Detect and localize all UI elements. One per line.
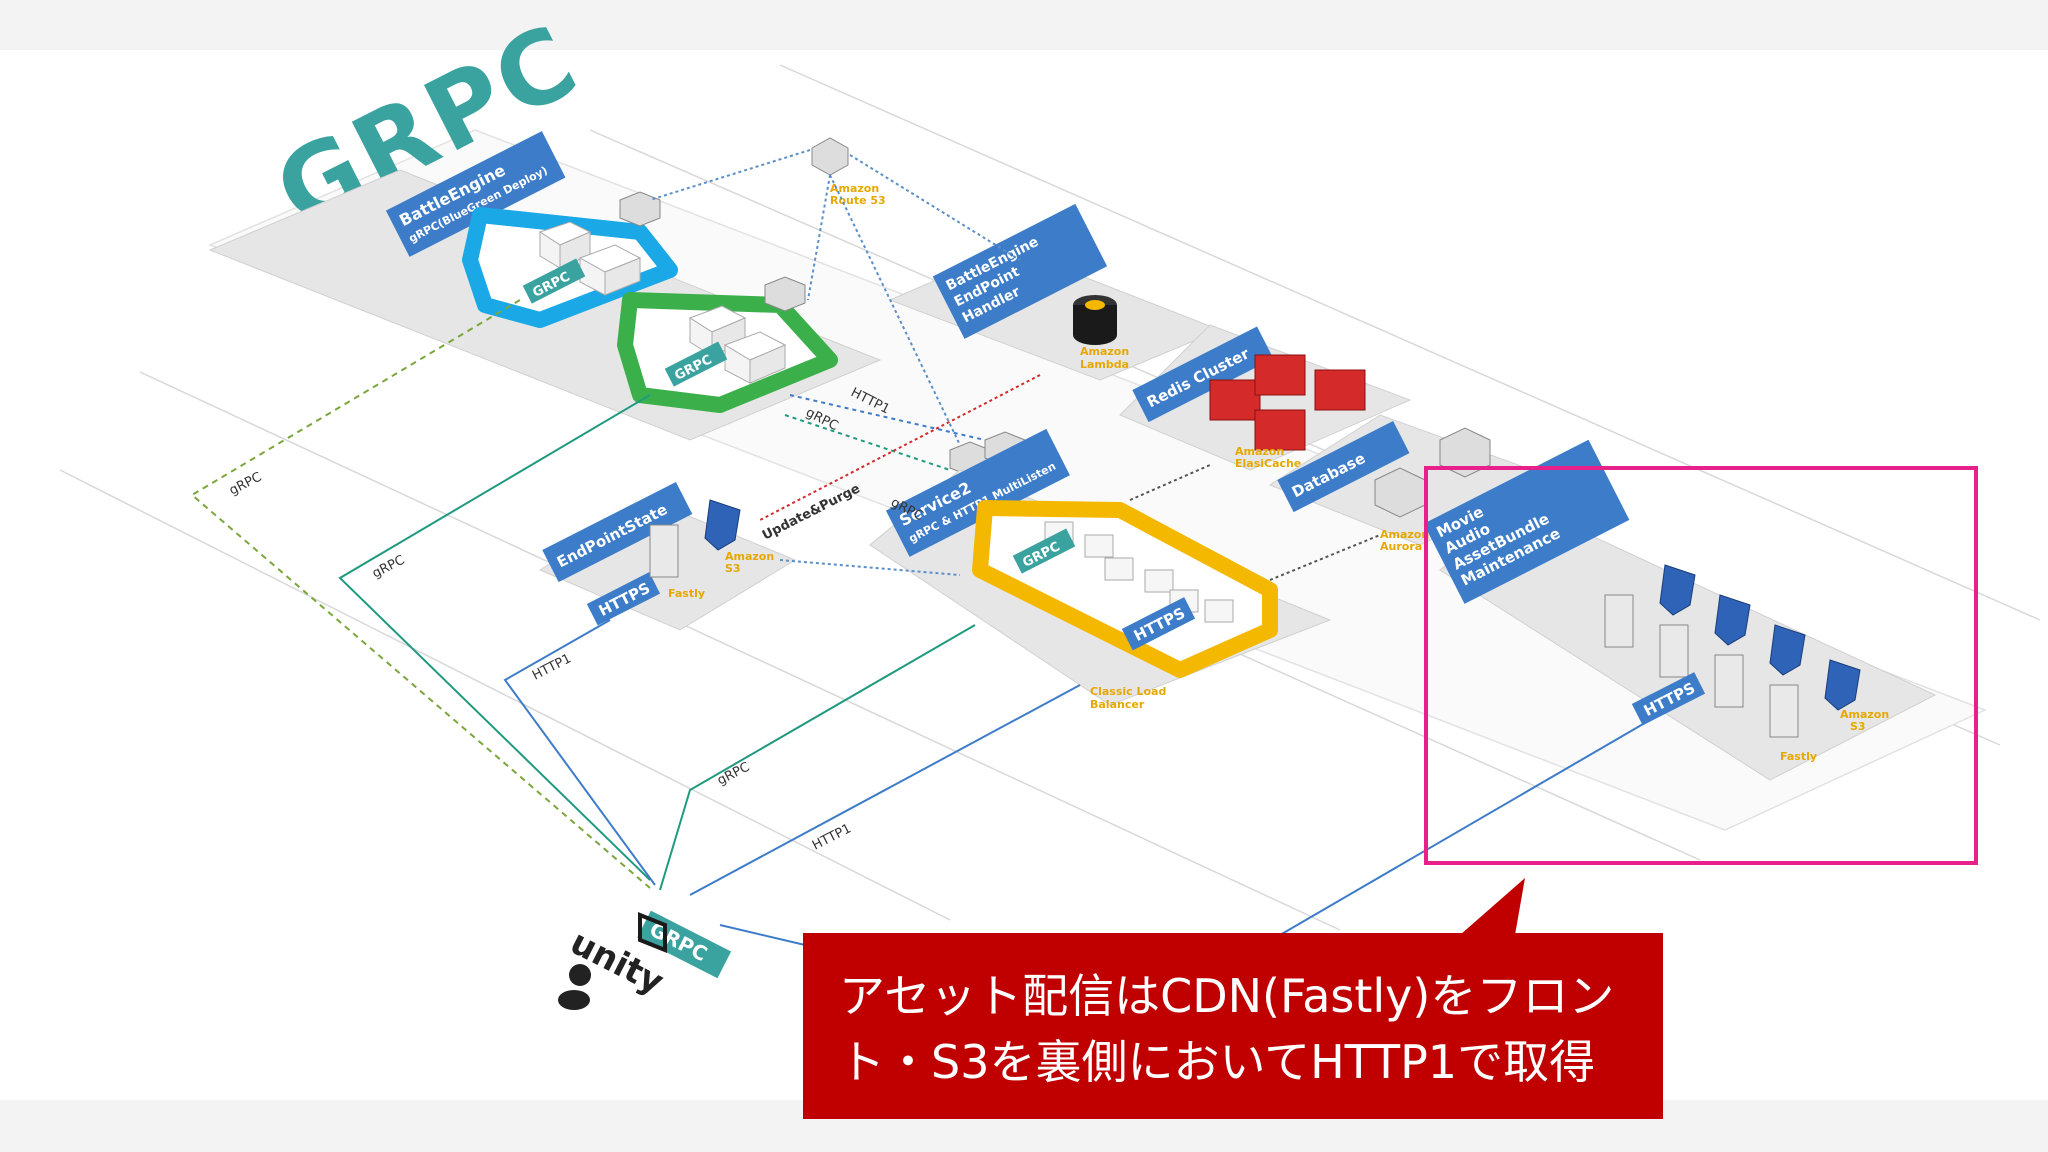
svg-text:Route 53: Route 53 — [830, 194, 886, 207]
redis-label — [1132, 326, 1274, 423]
grpc-edge-battle-to-service2 — [784, 414, 951, 471]
assets-s3-buckets — [1659, 564, 1861, 711]
s3-bucket-icon — [1824, 659, 1861, 711]
fastly-server-icon — [649, 524, 679, 578]
http1-edge-to-endpoint-state — [503, 619, 656, 886]
user-icon — [558, 964, 591, 1010]
svg-text:Aurora: Aurora — [1380, 540, 1422, 553]
s3-bucket-icon — [704, 499, 741, 551]
green-instance-cubes — [688, 305, 787, 384]
fastly-server-icon — [1659, 624, 1689, 678]
unity-icon — [638, 912, 667, 953]
grpc-edge-to-battle-engine — [338, 394, 651, 881]
update-purge-edge — [759, 374, 1041, 521]
svg-text:Balancer: Balancer — [1090, 698, 1145, 711]
svg-text:Amazon: Amazon — [1235, 445, 1284, 458]
svg-text:Amazon: Amazon — [830, 182, 879, 195]
svg-text:S3: S3 — [1850, 720, 1866, 733]
grpc-edge-to-service2 — [659, 624, 976, 891]
s3-bucket-icon — [1769, 624, 1806, 676]
http1-edge-to-assets — [1279, 719, 1651, 936]
aurora-replica-icon — [1439, 427, 1491, 478]
elasticache-icons — [1209, 354, 1366, 451]
endpoint-state-label — [542, 481, 693, 583]
http1-edge-to-clb — [689, 684, 1081, 896]
svg-text:ElasiCache: ElasiCache — [1235, 457, 1301, 470]
callout-line-2: ト・S3を裏側においてHTTP1で取得 — [839, 1035, 1596, 1089]
battle-engine-label — [385, 131, 566, 257]
svg-text:Fastly: Fastly — [668, 587, 705, 600]
endpoint-handler-label — [932, 203, 1108, 339]
callout-box: アセット配信はCDN(Fastly)をフロン ト・S3を裏側においてHTTP1で… — [803, 933, 1663, 1119]
svg-text:S3: S3 — [725, 562, 741, 575]
fastly-server-icon — [1714, 654, 1744, 708]
connections — [190, 149, 1651, 946]
client-edge-to-callout — [719, 924, 806, 946]
service2-label — [885, 428, 1070, 557]
fastly-server-icon — [1769, 684, 1799, 738]
svg-text:Classic Load: Classic Load — [1090, 685, 1166, 698]
svg-text:Amazon: Amazon — [725, 550, 774, 563]
fastly-server-icon — [1604, 594, 1634, 648]
s3-bucket-icon — [1659, 564, 1696, 616]
http1-edge-battle-to-service2 — [789, 394, 986, 441]
svg-text:Lambda: Lambda — [1080, 358, 1129, 371]
callout-tail — [1460, 878, 1525, 935]
callout-line-1: アセット配信はCDN(Fastly)をフロン — [839, 969, 1615, 1023]
highlight-box — [1424, 466, 1978, 865]
svg-text:Amazon: Amazon — [1380, 528, 1429, 541]
load-balancer-icon — [619, 191, 661, 227]
svg-text:Fastly: Fastly — [1780, 750, 1817, 763]
s3-bucket-icon — [1714, 594, 1751, 646]
grpc-green-dashed-edge — [190, 299, 651, 889]
load-balancer-icon — [764, 276, 806, 312]
assets-fastly-servers — [1604, 594, 1799, 738]
lambda-icon — [1073, 295, 1117, 345]
database-label — [1277, 421, 1410, 513]
svg-text:Amazon: Amazon — [1080, 345, 1129, 358]
blue-instance-cubes — [538, 221, 642, 296]
route53-icon — [811, 137, 849, 176]
svg-text:Amazon: Amazon — [1840, 708, 1889, 721]
assets-label — [1423, 439, 1630, 604]
